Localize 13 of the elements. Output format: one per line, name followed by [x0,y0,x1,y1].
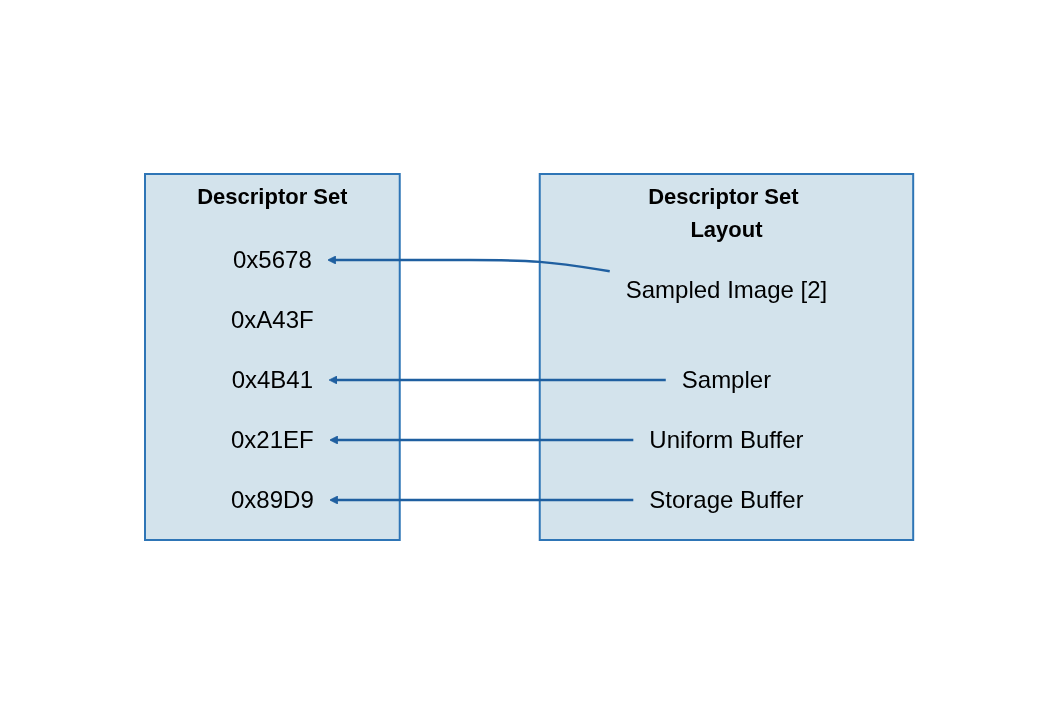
node-text: Storage Buffer [649,486,805,513]
node-text: 0x5678 [233,246,313,273]
arrow [329,375,667,385]
node-text: 0xA43F [231,306,315,333]
node-text: 0x4B41 [232,366,314,393]
node-text: Uniform Buffer [649,426,805,453]
node-text: 0x89D9 [231,486,315,513]
arrow [327,255,611,273]
node-text: Sampled Image [2] [626,276,828,303]
node-text: 0x21EF [231,426,315,453]
arrow [329,435,634,445]
arrow [329,495,634,505]
node-text: Sampler [682,366,772,393]
